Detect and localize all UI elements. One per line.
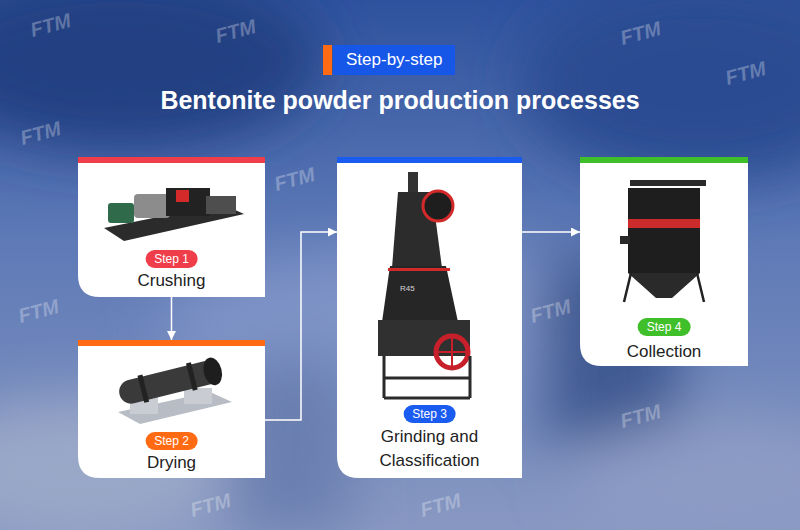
watermark: FTM [418, 489, 464, 522]
flow-arrow [171, 297, 173, 340]
dryer-support [184, 388, 212, 404]
diagram-title: Bentonite powder production processes [0, 84, 800, 116]
step-pill: Step 1 [145, 250, 198, 268]
crusher-red-part [176, 190, 189, 202]
collector-top-pipe [630, 180, 706, 186]
collector-illustration [620, 180, 706, 302]
watermark: FTM [528, 295, 574, 328]
collector-inlet [620, 236, 630, 244]
step-label: Step 3 [412, 407, 447, 421]
step-label: Step 1 [154, 252, 189, 266]
flow-arrow [265, 232, 337, 420]
watermark: FTM [723, 57, 769, 90]
blur-blob [570, 420, 800, 530]
process-card: Grinding and Classification Step 3 [337, 157, 522, 478]
process-card: Collection Step 4 [580, 157, 748, 366]
drum-end [201, 356, 225, 388]
watermark: FTM [213, 15, 259, 48]
mill-outlet [423, 191, 453, 221]
card-fill [78, 340, 265, 478]
watermark: FTM [618, 17, 664, 50]
collector-hopper [628, 273, 700, 298]
dryer-drum [116, 356, 225, 409]
process-name: Grinding and Classification [350, 425, 510, 473]
drum-band [138, 374, 150, 402]
badge-text: Step-by-step [346, 50, 442, 69]
collector-legs [624, 273, 704, 302]
mill-illustration [378, 172, 470, 398]
collector-red-band [628, 219, 700, 228]
step-label: Step 2 [154, 434, 189, 448]
mill-wheel-spokes [436, 336, 468, 368]
process-card: Drying Step 2 [78, 340, 265, 478]
blur-blob [0, 0, 320, 150]
drum-band [186, 362, 198, 390]
badge-accent [323, 45, 332, 75]
crusher-housing [166, 188, 210, 216]
watermark: FTM [16, 295, 62, 328]
watermark: FTM [188, 489, 234, 522]
card-fill [337, 157, 522, 478]
process-name: Crushing [78, 269, 265, 293]
process-name: Collection [580, 340, 748, 364]
card-4-panel [580, 157, 748, 366]
step-label: Step 4 [647, 320, 682, 334]
mill-frame [384, 356, 470, 398]
card-top-bar [78, 157, 265, 163]
crusher-motor [108, 203, 134, 223]
mill-wheel [436, 336, 468, 368]
flow-arrow [522, 231, 580, 233]
watermark: FTM [18, 117, 64, 150]
card-fill [78, 157, 265, 297]
crusher-drum [134, 194, 170, 218]
process-card: Crushing Step 1 [78, 157, 265, 297]
step-pill: Step 4 [638, 318, 691, 336]
card-3-panel [337, 157, 522, 478]
card-top-bar [580, 157, 748, 163]
machine-model: R45 [400, 284, 415, 294]
watermark: FTM [28, 9, 74, 42]
card-top-bar [337, 157, 522, 163]
card-top-bar [78, 340, 265, 346]
mill-red-band [388, 268, 450, 271]
card-1-panel [78, 157, 265, 297]
watermark: FTM [618, 400, 664, 433]
collector-box [628, 188, 700, 273]
mill-body [382, 266, 458, 322]
step-pill: Step 2 [145, 432, 198, 450]
step-badge: Step-by-step [333, 45, 455, 75]
watermark: FTM [272, 163, 318, 196]
card-2-panel [78, 340, 265, 478]
process-name: Drying [78, 451, 265, 475]
dryer-illustration [116, 356, 232, 424]
mill-top-pipe [408, 172, 418, 194]
card-fill [580, 157, 748, 366]
step-pill: Step 3 [403, 405, 456, 423]
crusher-illustration [104, 188, 244, 241]
crusher-end [206, 196, 236, 214]
